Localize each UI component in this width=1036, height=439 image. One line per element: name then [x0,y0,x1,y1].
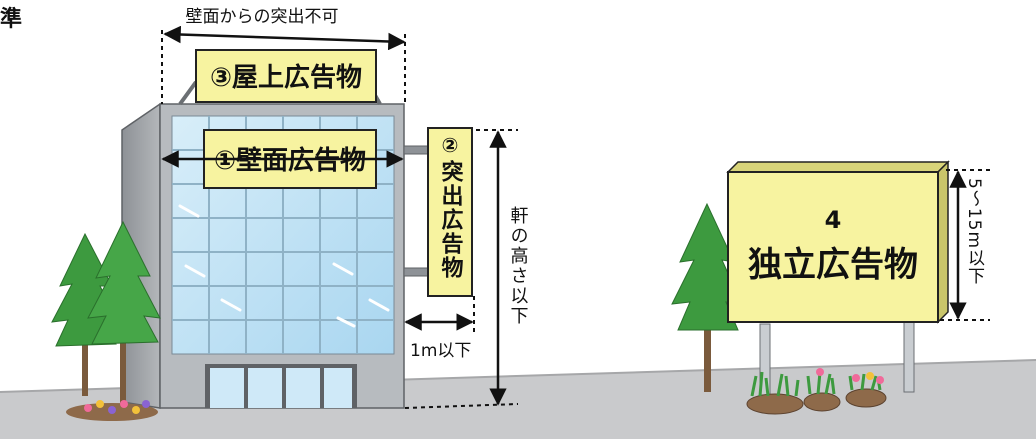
no-projection-arrow [163,25,406,51]
standalone-sign [726,160,950,397]
one-meter-label: 1m以下 [410,341,471,361]
projecting-sign-bracket-bottom [403,267,431,277]
tree-right [671,202,743,392]
rooftop-sign-label: ③屋上広告物 [210,62,362,93]
flower-bed-left [66,400,158,421]
rooftop-sign [195,49,377,103]
ground [0,360,1036,439]
corner-heading-fragment: 準 [0,6,22,32]
projecting-sign-label: 突出広告物 [438,159,464,280]
standalone-sign-label: 独立広告物 [748,245,918,285]
eave-height-label: 軒の高さ以下 [508,206,529,326]
wall-sign-label: ①壁面広告物 [214,145,366,176]
no-projection-label: 壁面からの突出不可 [186,7,339,27]
eave-guide-bottom [404,403,519,409]
planters [746,368,887,415]
tree-left-back [51,232,119,396]
standalone-sign-number: 4 [825,206,842,234]
projecting-sign-bracket-top [403,145,431,155]
height-limit-label: 5〜15m以下 [964,178,985,285]
projecting-sign [427,127,473,297]
tree-left-front [87,220,161,410]
projecting-sign-number: ② [442,133,459,157]
